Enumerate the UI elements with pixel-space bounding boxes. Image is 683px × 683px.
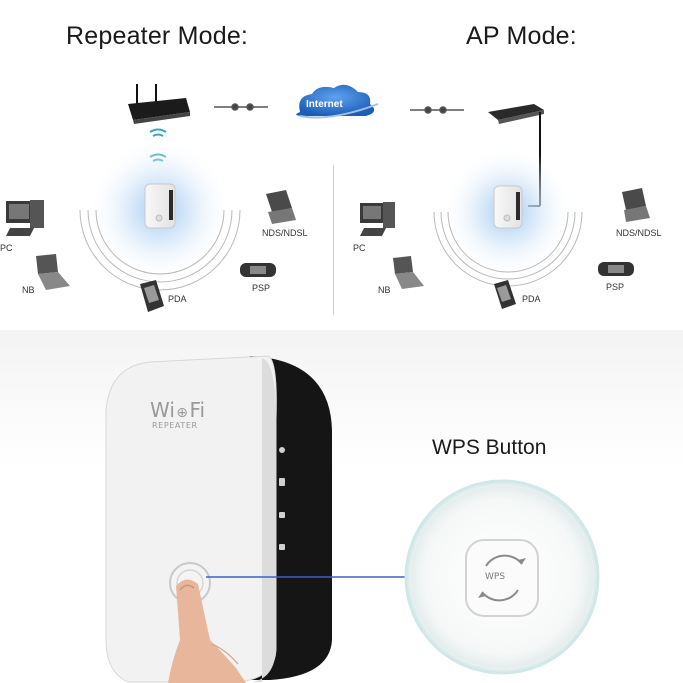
finger-icon bbox=[168, 579, 246, 683]
nds-icon bbox=[622, 188, 650, 222]
repeater-psp-label: PSP bbox=[252, 283, 271, 293]
repeater-mode-diagram bbox=[79, 84, 268, 291]
repeater-nb-label: NB bbox=[22, 285, 35, 295]
brand-wi-text: Wi bbox=[150, 398, 175, 422]
ap-nds-label: NDS/NDSL bbox=[616, 228, 662, 238]
psp-icon bbox=[598, 262, 634, 276]
pc-icon bbox=[360, 202, 395, 236]
internet-label: Internet bbox=[306, 99, 343, 110]
coverage-rings bbox=[79, 209, 241, 291]
ap-pc-label: PC bbox=[353, 243, 366, 253]
mode-divider bbox=[333, 165, 334, 315]
ap-psp-label: PSP bbox=[606, 282, 625, 292]
repeater-pda-label: PDA bbox=[168, 294, 187, 304]
repeater-device-icon bbox=[144, 183, 176, 229]
brand-repeater-label: REPEATER bbox=[152, 421, 198, 430]
nds-icon bbox=[266, 190, 296, 224]
ap-mode-diagram bbox=[433, 104, 583, 287]
wps-button-title: WPS Button bbox=[432, 436, 547, 459]
repeater-pc-label: PC bbox=[0, 243, 13, 253]
notebook-icon bbox=[393, 256, 424, 289]
pda-icon bbox=[140, 280, 164, 312]
brand-fi-text: Fi bbox=[189, 398, 206, 422]
repeater-nds-label: NDS/NDSL bbox=[262, 228, 308, 238]
wps-button-callout bbox=[404, 479, 600, 675]
internet-cloud-icon bbox=[296, 84, 379, 119]
router-icon bbox=[128, 84, 190, 124]
notebook-icon bbox=[36, 254, 70, 290]
ap-repeater-device-icon bbox=[493, 185, 523, 229]
repeater-product-photo bbox=[105, 355, 332, 683]
pc-icon bbox=[6, 200, 44, 236]
ap-nb-label: NB bbox=[378, 285, 391, 295]
link-connector-icon bbox=[214, 103, 268, 111]
pda-icon bbox=[494, 280, 516, 309]
repeater-mode-title: Repeater Mode: bbox=[66, 22, 249, 50]
psp-icon bbox=[240, 263, 276, 277]
ap-mode-title: AP Mode: bbox=[466, 22, 577, 50]
link-connector-icon bbox=[410, 106, 464, 114]
brand-wi-label: Wi ⊕ Fi bbox=[150, 398, 205, 422]
wifi-icon: ⊕ bbox=[174, 405, 190, 421]
ap-pda-label: PDA bbox=[522, 294, 541, 304]
status-led-icons bbox=[279, 447, 285, 550]
wps-key-label: WPS bbox=[485, 572, 506, 582]
